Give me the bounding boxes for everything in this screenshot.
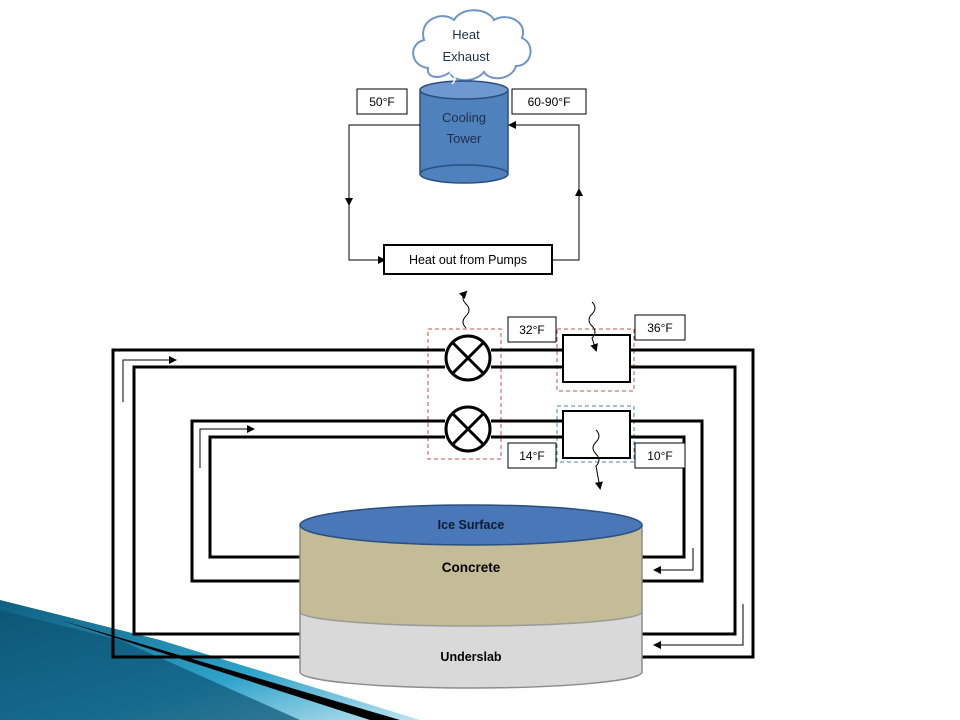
heat-exhaust-line1: Heat [452,27,480,42]
pump-upper [444,334,492,382]
heat-exhaust-cloud: Heat Exhaust [412,9,532,82]
temp-tag-lower-left: 14°F [507,442,557,469]
svg-text:50°F: 50°F [369,95,394,109]
temp-tag-upper-left: 32°F [507,316,557,343]
rink-cylinder: Ice Surface Concrete Underslab [299,504,643,689]
svg-text:14°F: 14°F [519,449,544,463]
concrete-label: Concrete [442,560,501,575]
svg-text:10°F: 10°F [647,449,672,463]
heat-exhaust-line2: Exhaust [443,49,490,64]
svg-text:60-90°F: 60-90°F [528,95,571,109]
temp-tag-lower-right: 10°F [634,442,686,469]
temp-tag-upper-right: 36°F [634,314,686,341]
temp-tag-tower-out: 50°F [356,88,408,115]
heat-exchanger-upper [562,334,631,383]
dashed-box-lower-hx [556,405,635,463]
heat-squiggle-out [592,429,603,490]
corner-decoration [0,600,420,720]
svg-text:Heat out from Pumps: Heat out from Pumps [409,253,527,267]
svg-text:36°F: 36°F [647,321,672,335]
heat-exchanger-lower [562,410,631,459]
svg-text:32°F: 32°F [519,323,544,337]
ice-surface-label: Ice Surface [438,518,505,532]
tower-loop [345,121,583,264]
pump-lower [444,405,492,453]
cooling-tower: Cooling Tower [419,65,509,184]
dashed-box-upper-hx [556,328,635,392]
inner-loop-pipe [190,419,704,583]
outer-loop-pipe [111,348,755,659]
heat-squiggle-pumps [458,290,470,329]
dashed-box-pumps [427,328,502,460]
flow-arrows [122,356,744,649]
heat-out-box: Heat out from Pumps [383,244,553,275]
heat-squiggle-in [588,301,598,352]
cooling-tower-line1: Cooling [442,110,486,125]
cooling-tower-line2: Tower [447,131,482,146]
temp-tag-tower-in: 60-90°F [511,88,587,115]
underslab-label: Underslab [440,650,501,664]
